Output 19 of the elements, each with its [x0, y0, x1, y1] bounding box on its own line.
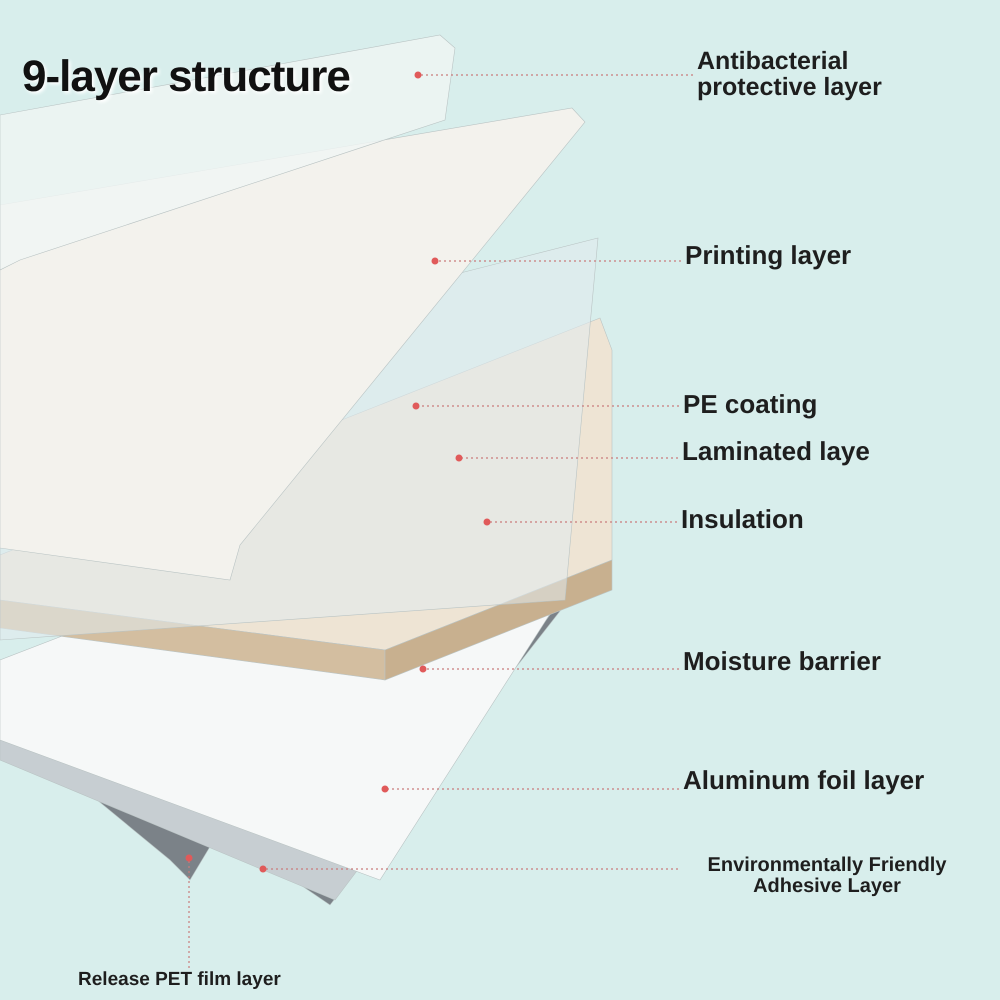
layer-label: Release PET film layer [78, 970, 338, 990]
layer-label: Laminated laye [682, 438, 922, 466]
layer-label: Environmentally Friendly Adhesive Layer [682, 855, 972, 897]
layer-label: Moisture barrier [683, 648, 943, 676]
layer-label: Insulation [681, 506, 881, 534]
diagram-title: 9-layer structure [22, 52, 350, 102]
leader-line [260, 866, 678, 872]
leader-line [414, 72, 693, 78]
layer-label: Aluminum foil layer [683, 767, 983, 794]
layer-label: Antibacterial protective layer [697, 48, 937, 100]
leader-line [484, 518, 677, 526]
leader-line [420, 666, 679, 672]
leader-line [412, 402, 679, 410]
leader-line [186, 854, 192, 968]
layer-label: PE coating [683, 391, 883, 418]
leader-line [382, 786, 679, 792]
layer-label: Printing layer [685, 242, 925, 270]
leader-line [456, 454, 678, 462]
leader-line [432, 258, 681, 264]
